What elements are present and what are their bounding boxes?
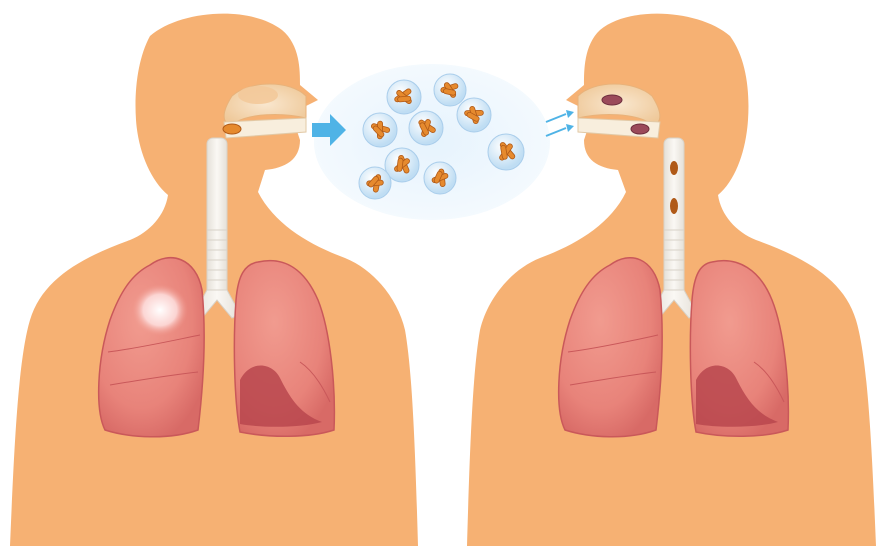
inhale-arrows (546, 110, 574, 136)
bacteria-droplet-icon (359, 167, 391, 199)
right-trachea-particle-1 (670, 161, 678, 175)
exposed-person (467, 14, 876, 546)
right-trachea-particle-2 (670, 198, 678, 214)
bacteria-droplet-icon (363, 113, 397, 147)
right-nasal-particle (602, 95, 622, 105)
left-trachea (207, 138, 227, 298)
tb-lesion-spot (132, 284, 188, 336)
bacteria-droplet-icon (457, 98, 491, 132)
bacteria-droplet-icon (409, 111, 443, 145)
left-nasal-blob (238, 86, 278, 104)
bacteria-droplet-icon (387, 80, 421, 114)
right-mouth-particle (631, 124, 649, 134)
bacteria-droplet-icon (424, 162, 456, 194)
bacteria-droplet-icon (434, 74, 466, 106)
bacteria-droplet-icon (488, 134, 524, 170)
left-mouth-particle (223, 124, 241, 134)
